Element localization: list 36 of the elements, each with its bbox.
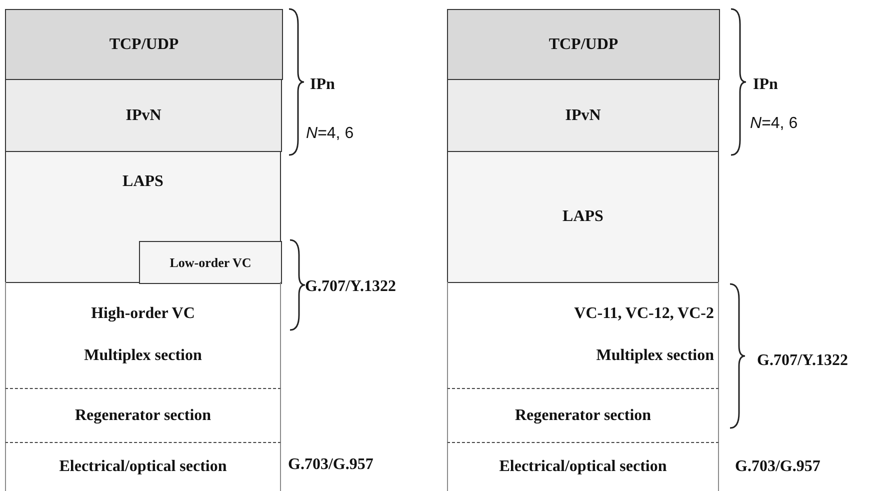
layer-label: Electrical/optical section [499,458,667,476]
layer-label: IPvN [126,106,162,124]
standard-label: IPn [753,76,778,94]
section-band [5,282,281,388]
standard-label: G.703/G.957 [288,456,374,474]
layer-label: LAPS [122,173,164,191]
layer-label: VC-11, VC-12, VC-2 [574,305,714,324]
layer-label: Electrical/optical section [59,458,227,476]
layer-box [5,151,281,283]
note-text: N=4, 6 [750,115,798,133]
section-band [447,282,719,388]
layer-label: Multiplex section [596,346,714,365]
section-band [5,388,281,442]
layer-box [447,79,719,152]
layer-label: TCP/UDP [548,36,618,54]
standard-label: IPn [310,76,335,94]
standard-label: G.707/Y.1322 [757,352,848,370]
note-text: N=4, 6 [306,125,354,143]
section-band [447,388,719,442]
layer-label: Multiplex section [84,346,202,365]
layer-box [139,241,282,284]
layer-box [5,79,282,152]
layer-label: IPvN [565,106,601,124]
layer-label: Regenerator section [514,406,652,424]
section-band [447,442,719,491]
layer-label: Low-order VC [170,254,252,270]
section-band [5,442,281,491]
layer-label: High-order VC [91,305,195,324]
layer-label: Regenerator section [74,406,212,424]
standard-label: G.703/G.957 [735,458,820,476]
layer-box [447,151,719,283]
layer-label: LAPS [562,208,604,226]
layer-label: TCP/UDP [109,36,179,54]
layer-box [5,9,283,80]
standard-label: G.707/Y.1322 [305,278,396,296]
layer-box [447,9,720,80]
